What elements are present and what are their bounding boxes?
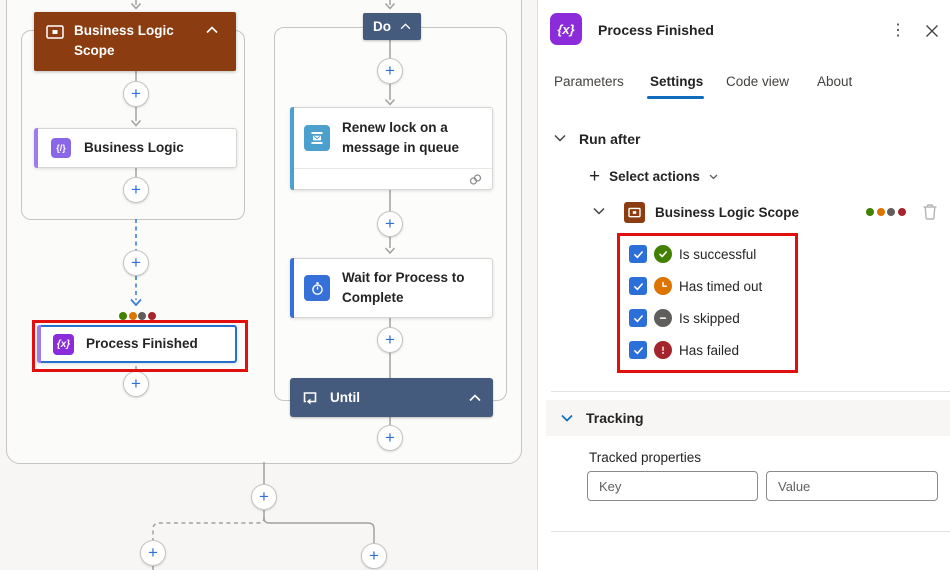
checkbox-is-successful[interactable]	[629, 245, 647, 263]
node-accent-bar	[290, 258, 294, 318]
add-action-button[interactable]: +	[251, 484, 277, 510]
dot-failed	[897, 208, 906, 216]
add-action-button[interactable]: +	[377, 58, 403, 84]
close-icon[interactable]	[922, 21, 942, 41]
dot-timed-out	[876, 208, 885, 216]
add-action-button[interactable]: +	[377, 211, 403, 237]
add-action-button[interactable]: +	[361, 543, 387, 569]
inline-code-icon: {/}	[51, 138, 71, 158]
node-business-logic-scope[interactable]: Business Logic Scope	[34, 12, 236, 71]
status-row-has-timed-out[interactable]: Has timed out	[629, 277, 762, 295]
badge-label: Do	[373, 19, 391, 34]
checkbox-has-timed-out[interactable]	[629, 277, 647, 295]
tracked-properties-label: Tracked properties	[589, 450, 702, 465]
add-action-button[interactable]: +	[123, 250, 149, 276]
chevron-down-icon[interactable]	[561, 414, 573, 422]
node-do-badge[interactable]: Do	[363, 13, 421, 40]
failed-icon	[654, 341, 672, 359]
status-label: Has timed out	[679, 278, 763, 294]
node-wait-for-process[interactable]: Wait for Process to Complete	[290, 258, 493, 318]
workflow-canvas[interactable]: Business Logic Scope {/} Business Logic …	[0, 0, 537, 570]
run-after-section-label: Run after	[579, 131, 641, 147]
dot-succeeded	[866, 208, 874, 216]
tracking-section-label: Tracking	[586, 410, 644, 426]
chevron-up-icon[interactable]	[400, 23, 411, 30]
add-action-button[interactable]: +	[140, 540, 166, 566]
node-label: Process Finished	[86, 335, 198, 351]
chevron-down-icon[interactable]	[554, 134, 566, 142]
status-label: Is successful	[679, 246, 757, 262]
variable-icon: {x}	[550, 13, 582, 45]
chevron-up-icon[interactable]	[469, 393, 481, 402]
node-renew-lock[interactable]: Renew lock on a message in queue	[290, 107, 493, 190]
section-divider	[551, 531, 950, 532]
panel-title: Process Finished	[598, 22, 714, 38]
node-process-finished[interactable]: {x} Process Finished	[37, 325, 237, 363]
add-action-button[interactable]: +	[377, 425, 403, 451]
chevron-down-icon[interactable]	[593, 207, 605, 215]
checkbox-has-failed[interactable]	[629, 341, 647, 359]
active-tab-indicator	[647, 96, 704, 99]
node-until[interactable]: Until	[290, 378, 493, 417]
status-row-has-failed[interactable]: Has failed	[629, 341, 739, 359]
status-label: Is skipped	[679, 310, 740, 326]
run-after-status-dots	[866, 208, 906, 216]
service-bus-icon	[304, 125, 330, 151]
skipped-icon	[654, 309, 672, 327]
add-action-button[interactable]: +	[377, 327, 403, 353]
node-label: Renew lock on a message in queue	[342, 119, 460, 155]
node-business-logic[interactable]: {/} Business Logic	[34, 128, 237, 168]
run-after-action-label: Business Logic Scope	[655, 205, 800, 220]
timed-out-icon	[654, 277, 672, 295]
chevron-up-icon[interactable]	[206, 26, 218, 34]
node-label: Business Logic	[84, 139, 184, 155]
node-accent-bar	[34, 128, 38, 168]
variable-icon: {x}	[53, 333, 74, 355]
settings-panel: {x} Process Finished ⋮ Parameters Settin…	[537, 0, 950, 570]
select-actions-label: Select actions	[609, 169, 700, 184]
node-footer	[291, 168, 492, 189]
dot-skipped	[887, 208, 895, 216]
select-actions-button[interactable]: + Select actions	[589, 167, 718, 186]
stopwatch-icon	[304, 275, 330, 301]
connection-icon	[469, 173, 482, 185]
node-label: Business Logic Scope	[74, 23, 174, 58]
status-label: Has failed	[679, 342, 740, 358]
tracking-section-header[interactable]: Tracking	[546, 400, 950, 436]
node-label: Wait for Process to Complete	[342, 269, 465, 305]
run-after-status-dots	[119, 312, 156, 320]
add-action-button[interactable]: +	[123, 371, 149, 397]
node-accent-bar	[37, 325, 41, 363]
tab-about[interactable]: About	[817, 74, 853, 89]
scope-icon	[46, 25, 64, 39]
section-divider	[551, 391, 950, 392]
tracked-property-value-input[interactable]	[766, 471, 938, 501]
node-main-row: Renew lock on a message in queue	[291, 108, 492, 168]
loop-icon	[303, 392, 317, 405]
tab-code-view[interactable]: Code view	[726, 74, 790, 89]
dot-timed-out	[128, 312, 137, 320]
dot-succeeded	[119, 312, 127, 320]
dot-failed	[147, 312, 156, 320]
chevron-down-icon	[709, 174, 718, 179]
badge-label: Until	[330, 390, 360, 405]
add-action-button[interactable]: +	[123, 177, 149, 203]
dot-skipped	[138, 312, 146, 320]
status-row-is-skipped[interactable]: Is skipped	[629, 309, 740, 327]
status-row-is-successful[interactable]: Is successful	[629, 245, 756, 263]
tracked-property-key-input[interactable]	[587, 471, 758, 501]
scope-icon	[624, 202, 645, 223]
add-action-button[interactable]: +	[123, 81, 149, 107]
tab-parameters[interactable]: Parameters	[554, 74, 624, 89]
more-menu-button[interactable]: ⋮	[888, 18, 908, 42]
node-accent-bar	[290, 107, 294, 190]
plus-icon: +	[589, 166, 601, 187]
tab-settings[interactable]: Settings	[650, 74, 704, 89]
trash-icon[interactable]	[922, 203, 938, 226]
checkbox-is-skipped[interactable]	[629, 309, 647, 327]
succeeded-icon	[654, 245, 672, 263]
